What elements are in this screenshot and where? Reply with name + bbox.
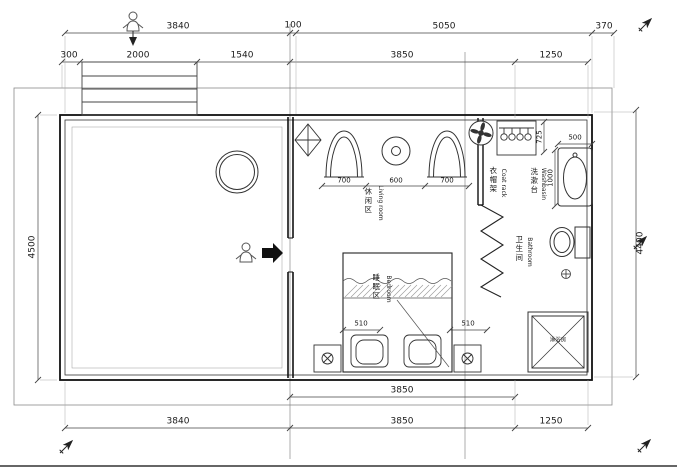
label-living-en: Living room	[377, 185, 384, 221]
label-bedroom-cn: 睡眠区	[371, 273, 381, 301]
dim-bottom2-3840: 3840	[166, 416, 190, 427]
entry-arrow-top-icon	[129, 37, 137, 46]
dim-left-4500: 4500	[27, 235, 38, 259]
deck-round-table	[215, 150, 259, 194]
label-coatrack-cn: 衣帽架	[488, 166, 498, 194]
washbasin	[557, 147, 593, 207]
living-chair-right	[427, 130, 467, 178]
building-walls	[59, 114, 593, 381]
bedside-table-left	[313, 344, 342, 373]
person-icon-deck	[235, 242, 257, 263]
dim-living-600: 600	[389, 176, 403, 185]
dimension-lines	[34, 29, 640, 432]
label-washbasin-en: Washbasin	[540, 167, 547, 201]
dim-top2-3850: 3850	[390, 50, 414, 61]
shower-cabin	[527, 311, 589, 373]
dim-bottom2-1250: 1250	[539, 416, 563, 427]
entrance-steps	[81, 61, 198, 116]
dim-top-5050: 5050	[432, 21, 456, 32]
dim-washbasin-500: 500	[568, 133, 582, 142]
dim-bottom1-3850: 3850	[390, 385, 414, 396]
dim-coatrack-725: 725	[535, 130, 544, 144]
grid-lines	[289, 24, 466, 459]
entry-arrow-icon	[262, 243, 283, 263]
living-round-table	[381, 136, 411, 166]
living-chair-left	[324, 130, 364, 178]
site-boundary	[13, 87, 613, 406]
dim-top-3840: 3840	[166, 21, 190, 32]
dim-top-100: 100	[284, 20, 302, 31]
dim-bed-510-right: 510	[461, 319, 475, 328]
dim-living-700-left: 700	[337, 176, 351, 185]
section-arrow-icon	[633, 235, 648, 250]
folding-partition	[479, 204, 505, 298]
bed	[342, 252, 453, 373]
dim-right-4400: 4400	[635, 231, 646, 255]
label-bathroom-cn: 卫生间	[514, 235, 524, 263]
dim-top2-2000: 2000	[126, 50, 150, 61]
label-washbasin-cn: 洗漱台	[529, 167, 539, 195]
section-arrow-icon	[59, 439, 74, 454]
toilet	[549, 226, 591, 259]
dim-top2-1250: 1250	[539, 50, 563, 61]
section-arrow-icon	[638, 17, 653, 32]
dim-bottom2-3850: 3850	[390, 416, 414, 427]
dim-living-700-right: 700	[440, 176, 454, 185]
person-icon-top	[122, 11, 144, 32]
label-coatrack-en: Coat rack	[500, 168, 507, 198]
dim-top-370: 370	[595, 21, 613, 32]
label-bedroom-en: Bedroom	[385, 275, 392, 303]
bedside-table-right	[453, 344, 482, 373]
bed-pillow-left	[350, 334, 389, 368]
dim-top2-1540: 1540	[230, 50, 254, 61]
label-shower-cn: 淋浴房	[549, 337, 567, 344]
dim-bed-510-left: 510	[354, 319, 368, 328]
coat-rack	[496, 120, 537, 156]
dim-top2-300: 300	[60, 50, 78, 61]
label-living-cn: 休闲区	[363, 187, 373, 215]
bed-pillow-right	[403, 334, 442, 368]
extension-lines	[40, 36, 633, 425]
label-bathroom-en: Bathroom	[526, 237, 533, 267]
floor-drain-icon	[561, 269, 571, 279]
fan-icon	[468, 120, 494, 146]
dim-washbasin-1000: 1000	[546, 169, 555, 187]
section-arrow-icon	[637, 438, 652, 453]
diamond-symbol	[294, 123, 322, 157]
